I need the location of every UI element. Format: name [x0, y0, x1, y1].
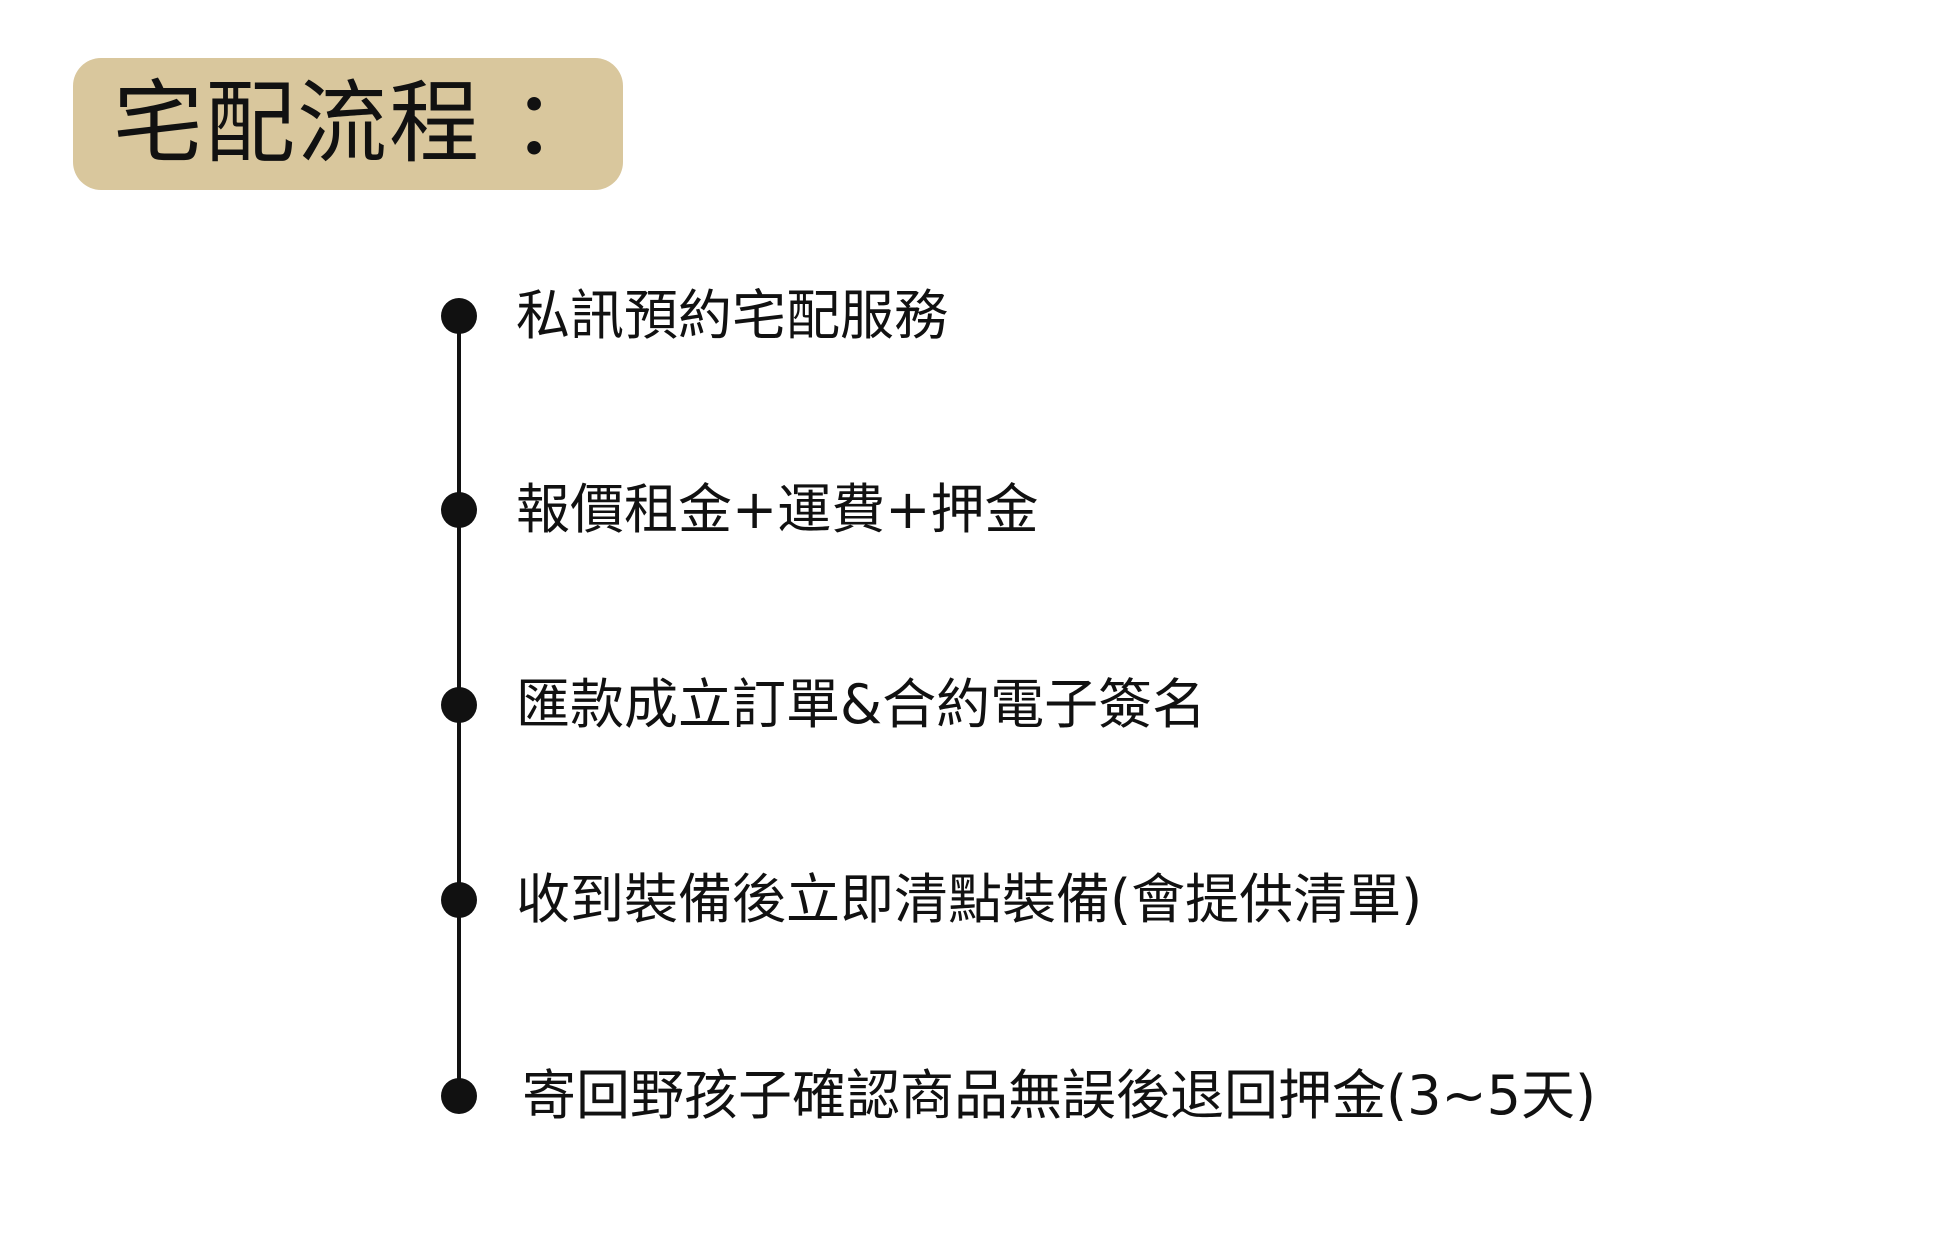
timeline-step-label: 寄回野孩子確認商品無誤後退回押金(3~5天) [522, 1064, 1597, 1127]
timeline-step-label: 匯款成立訂單&合約電子簽名 [516, 673, 1207, 736]
timeline-dot [441, 882, 477, 918]
timeline-dot [441, 1078, 477, 1114]
timeline-step-label: 收到裝備後立即清點裝備(會提供清單) [516, 868, 1423, 931]
timeline-dot [441, 298, 477, 334]
page-title: 宅配流程 ： [113, 71, 604, 176]
title-badge: 宅配流程 ： [73, 58, 623, 190]
timeline-dot [441, 687, 477, 723]
timeline-dot [441, 492, 477, 528]
timeline-step-label: 私訊預約宅配服務 [516, 284, 948, 347]
timeline-step-label: 報價租金+運費+押金 [516, 478, 1039, 541]
